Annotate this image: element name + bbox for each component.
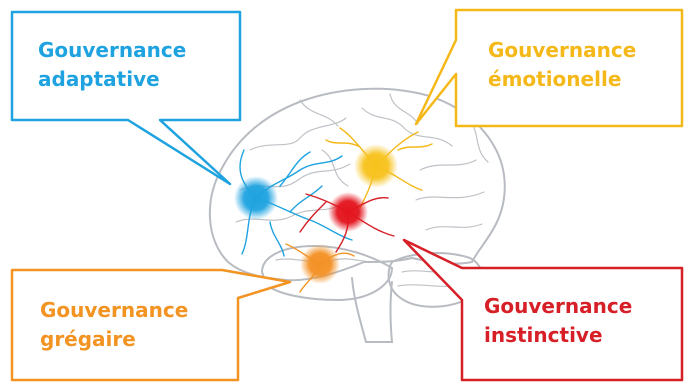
label-instinctive: Gouvernance instinctive [484,292,632,350]
gregarious-node [300,244,340,284]
label-adaptive: Gouvernance adaptative [38,36,186,94]
label-gregarious-line1: Gouvernance [40,298,189,322]
label-instinctive-line1: Gouvernance [484,294,633,318]
callout-adaptive [10,10,242,186]
callout-instinctive [402,238,684,382]
label-gregarious-line2: grégaire [40,327,136,351]
brain-outline [208,87,506,282]
brain-stem-outline [351,277,394,343]
label-emotional-line2: émotionelle [488,67,622,91]
label-emotional-line1: Gouvernance [488,38,637,62]
adaptive-node [234,176,278,220]
label-instinctive-line2: instinctive [484,323,603,347]
label-adaptive-line1: Gouvernance [38,38,187,62]
instinctive-node [328,192,368,232]
label-emotional: Gouvernance émotionelle [488,36,636,94]
callout-gregarious [10,268,292,382]
emotional-node [354,144,398,188]
label-gregarious: Gouvernance grégaire [40,296,188,354]
callout-emotional [414,8,684,128]
label-adaptive-line2: adaptative [38,67,160,91]
